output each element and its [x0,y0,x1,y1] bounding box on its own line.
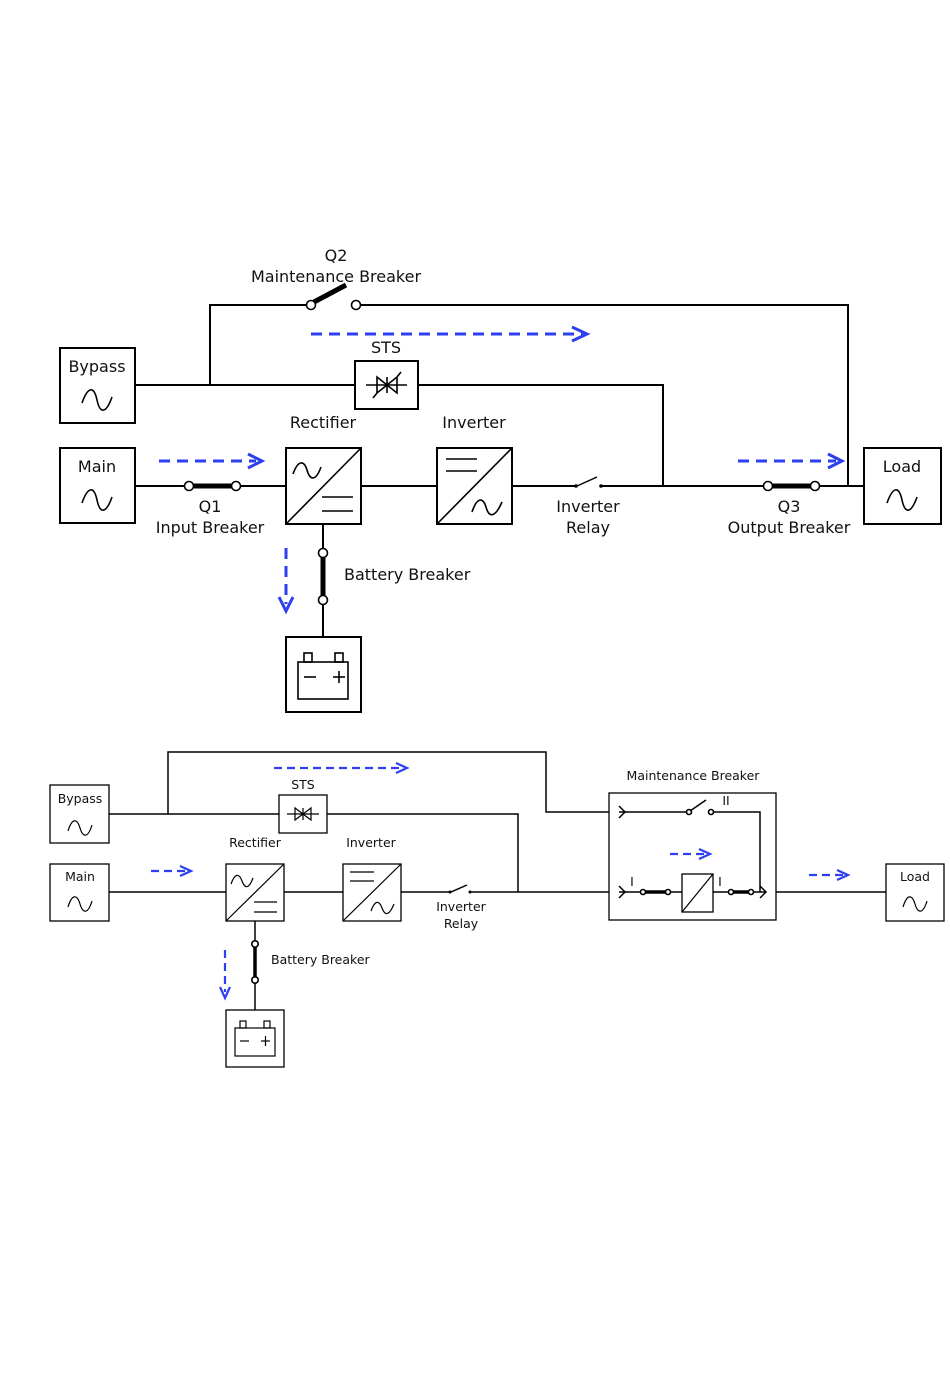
maintenance-line-left [210,305,311,385]
q1-input-breaker[interactable] [185,482,241,491]
inverter-relay-label-1: Inverter [556,497,620,516]
sts-switch [279,795,327,833]
mb-mark-i-left: I [630,874,634,889]
maintenance-line [168,752,609,814]
q3-id-label: Q3 [778,497,801,516]
q1-id-label: Q1 [199,497,222,516]
maintenance-breaker-cabinet[interactable] [609,793,776,920]
q2-name-label: Maintenance Breaker [251,267,422,286]
q2-maintenance-breaker[interactable] [307,285,361,310]
battery-breaker[interactable] [319,549,328,605]
inverter-label: Inverter [346,835,396,850]
load-label: Load [900,869,930,884]
inverter-relay-switch[interactable] [449,885,472,894]
sts-switch [355,361,418,409]
q3-output-breaker[interactable] [764,482,820,491]
maintenance-breaker-label: Maintenance Breaker [627,768,761,783]
main-label: Main [78,457,116,476]
battery-breaker[interactable] [252,941,258,983]
inverter-relay-label-2: Relay [444,916,479,931]
bypass-label: Bypass [68,357,125,376]
battery-breaker-label: Battery Breaker [271,952,371,967]
mb-mark-i-right: I [718,874,722,889]
battery-icon [226,1010,284,1067]
rectifier-label: Rectifier [229,835,282,850]
rectifier-block [226,864,284,921]
q1-name-label: Input Breaker [156,518,265,537]
bypass-label: Bypass [58,791,103,806]
inverter-block [437,448,512,524]
maintenance-line-right [356,305,848,486]
inverter-label: Inverter [442,413,506,432]
rectifier-label: Rectifier [290,413,357,432]
inverter-relay-label-2: Relay [566,518,610,537]
q3-name-label: Output Breaker [728,518,851,537]
battery-breaker-label: Battery Breaker [344,565,471,584]
inverter-block [343,864,401,921]
battery-icon [286,637,361,712]
sts-label: STS [371,338,401,357]
mb-mark-ii: II [722,793,729,808]
bottom-diagram: Bypass STS Main Rectifier Inverter [50,752,944,1067]
q2-id-label: Q2 [325,246,348,265]
main-label: Main [65,869,95,884]
inverter-relay-label-1: Inverter [436,899,486,914]
rectifier-block [286,448,361,524]
load-label: Load [883,457,921,476]
top-diagram: Q2 Maintenance Breaker Bypass STS Main Q… [60,246,941,712]
sts-label: STS [291,777,315,792]
inverter-relay-switch[interactable] [574,477,603,488]
